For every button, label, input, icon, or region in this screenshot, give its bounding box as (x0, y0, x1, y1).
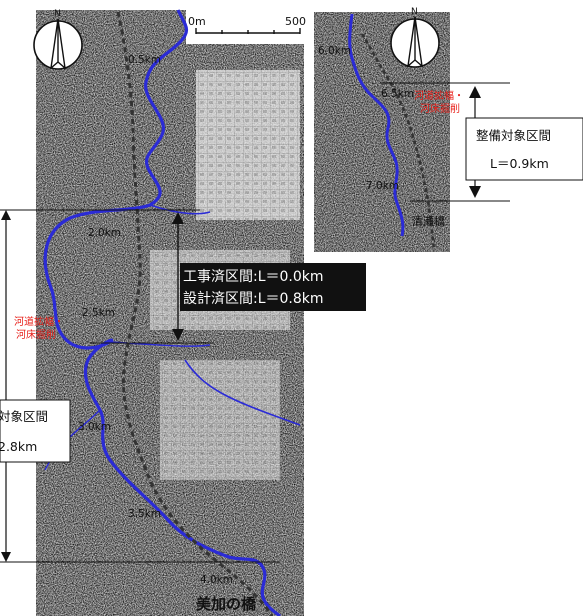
target-left-length: 2.8km (0, 439, 37, 454)
north-label-inset: N (411, 7, 418, 17)
km-label-3-0: 3.0km (78, 421, 111, 433)
target-left-title: 対象区間 (0, 409, 48, 424)
river-inset (348, 13, 405, 237)
status-box (180, 263, 366, 311)
km-label-7-0: 7.0km (366, 180, 399, 192)
urban-block-3 (160, 360, 280, 480)
km-label-4-0: 4.0km (200, 574, 233, 586)
status-bracket: 工事済区間:L＝0.0km 設計済区間:L＝0.8km (90, 209, 366, 344)
river-main (43, 9, 281, 616)
north-arrow-inset: N (390, 7, 440, 68)
km-label-6-0: 6.0km (318, 45, 351, 57)
work-label-inset-line1: 河道拡幅・ (414, 89, 464, 102)
target-right-length: L＝0.9km (490, 156, 549, 171)
target-box-right (465, 117, 583, 181)
km-label-0-5: 0.5km (128, 54, 161, 66)
km-label-2-0: 2.0km (88, 227, 121, 239)
bridge-label-main: 美加の橋 (196, 595, 257, 613)
tributary-1 (149, 204, 211, 215)
km-label-6-5: 6.5km (381, 88, 414, 100)
north-arrow-main: N (33, 9, 83, 70)
tributary-3 (184, 359, 301, 426)
railway-inset (360, 33, 436, 251)
status-line-completed: 工事済区間:L＝0.0km (183, 269, 324, 285)
target-right-title: 整備対象区間 (476, 128, 551, 143)
target-box-left (0, 399, 71, 463)
scale-bar: 0m 500 (188, 15, 306, 34)
status-line-designed: 設計済区間:L＝0.8km (183, 291, 324, 307)
work-label-inset-line2: 河床掘削 (420, 102, 460, 115)
north-label-main: N (54, 9, 61, 19)
scale-end: 500 (285, 15, 306, 28)
inset-map: 6.0km 6.5km 7.0km 清瀬橋 河道拡幅・ 河床掘削 (314, 12, 464, 252)
scale-bar-area (186, 10, 306, 44)
work-label-main-line1: 河道拡幅・ (14, 315, 64, 328)
bridge-label-inset: 清瀬橋 (412, 214, 445, 228)
urban-block-1 (196, 70, 300, 220)
km-label-3-5: 3.5km (128, 508, 161, 520)
scale-zero: 0m (188, 15, 206, 28)
target-bracket-left: 対象区間 2.8km (0, 209, 280, 563)
target-bracket-right: 整備対象区間 L＝0.9km (380, 82, 583, 202)
work-label-main-line2: 河床掘削 (16, 328, 56, 341)
km-label-2-5: 2.5km (82, 307, 115, 319)
railway-line (116, 11, 274, 616)
main-map: 0.5km 2.0km 2.5km 3.0km 3.5km 4.0km 美加の橋… (14, 9, 306, 616)
